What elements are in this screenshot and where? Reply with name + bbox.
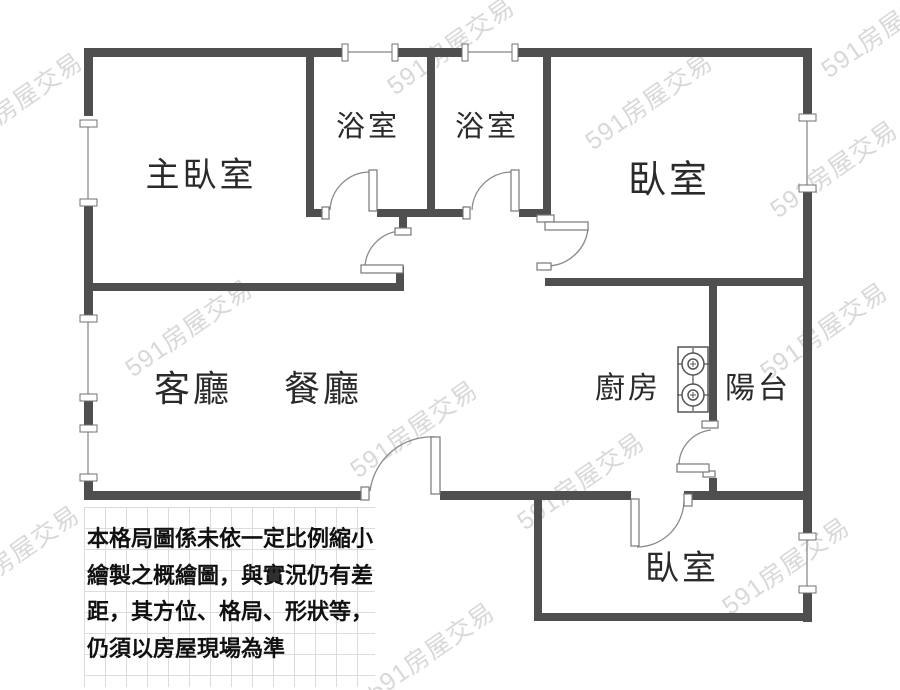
gas-stove-icon (677, 346, 709, 413)
door-arc-bedroom-bottom (636, 500, 685, 548)
window-cap (798, 532, 817, 541)
room-label-bathroom-1: 浴室 (335, 111, 401, 143)
wall-bedroom-b-left (534, 491, 542, 621)
wall-right-2 (803, 190, 812, 537)
disclaimer-line: 繪製之概繪圖，與實況仍有差 (87, 562, 374, 588)
room-label-bedroom-bottom: 臥室 (645, 550, 719, 588)
window-cap (798, 184, 817, 193)
door-jamb-main-entrance (360, 486, 370, 501)
door-arc-bedroom-top-right (547, 228, 589, 267)
door-jamb-bedroom-top-right-lower (536, 262, 552, 271)
door-leaf-bedroom-bottom (630, 498, 640, 547)
disclaimer-box: 本格局圖係未依一定比例縮小 繪製之概繪圖，與實況仍有差 距，其方位、格局、形狀等… (84, 507, 375, 687)
door-leaf-master-bedroom (360, 264, 404, 274)
window-cap (79, 473, 98, 482)
wall-bedroom-b-top-right (684, 491, 812, 500)
window-cap (79, 119, 98, 128)
disclaimer-line: 距，其方位、格局、形狀等， (87, 599, 374, 624)
window-cap (798, 113, 817, 122)
room-label-bathroom-2: 浴室 (454, 111, 520, 143)
room-label-bedroom-top-right: 臥室 (627, 159, 711, 202)
wall-kitchen-door-stub (709, 478, 717, 500)
room-label-dining-room: 餐廳 (283, 369, 363, 409)
door-jamb-bathroom-2 (462, 206, 471, 220)
windows (87, 51, 808, 586)
door-arc-kitchen-balcony (678, 429, 712, 465)
wall-left-2 (84, 206, 93, 315)
door-jamb-bathroom-1 (321, 206, 330, 220)
wall-bedroom-tr-bottom (545, 278, 812, 286)
room-label-living-room: 客廳 (153, 369, 233, 409)
wall-master-door-stub-top (399, 217, 407, 228)
window-cap (391, 43, 399, 62)
room-label-kitchen: 廚房 (595, 372, 661, 405)
door-jamb-kitchen-balcony (701, 420, 719, 429)
door-leaf-bathroom-1 (368, 169, 378, 212)
wall-bath-bottom-1 (306, 209, 322, 217)
window-cap (79, 424, 98, 433)
window-cap (341, 43, 349, 62)
wall-bath2-bedroom-divider (543, 48, 551, 217)
wall-kitchen-balcony-divider (709, 286, 717, 423)
window-caps (79, 43, 817, 594)
room-label-balcony: 陽台 (725, 372, 791, 405)
disclaimer-line: 仍須以房屋現場為準 (87, 635, 286, 661)
window-cap (461, 43, 469, 62)
door-jamb-bedroom-top-right-upper (536, 214, 555, 223)
disclaimer-line: 本格局圖係未依一定比例縮小 (87, 526, 374, 551)
window-cap (79, 393, 98, 402)
door-arc-bathroom-2 (471, 171, 512, 211)
wall-top-left (84, 48, 342, 57)
door-jamb-bedroom-bottom (683, 493, 693, 507)
wall-bath1-bath2-divider (427, 48, 435, 217)
door-leaves (321, 169, 719, 547)
wall-top-right (518, 48, 812, 57)
walls (84, 48, 812, 622)
wall-left-4 (84, 481, 93, 500)
wall-left-3 (84, 401, 93, 425)
wall-bath-bottom-2 (377, 209, 463, 217)
wall-bath-bottom-3 (519, 209, 551, 217)
window-cap (79, 198, 98, 207)
door-arcs (329, 171, 712, 548)
wall-living-bottom-right (440, 491, 542, 500)
wall-living-bottom-left (84, 491, 361, 500)
room-label-master-bedroom: 主臥室 (145, 157, 257, 195)
window-cap (79, 314, 98, 323)
wall-master-bath-divider (306, 48, 314, 217)
wall-bedroom-b-bottom (534, 613, 812, 621)
door-leaf-kitchen-balcony (676, 463, 710, 473)
window-cap (798, 585, 817, 594)
window-cap (511, 43, 519, 62)
wall-left-1 (84, 48, 93, 116)
door-jamb-master-bedroom (394, 227, 412, 236)
door-arc-master-bedroom (364, 230, 404, 267)
wall-master-bottom (84, 283, 403, 291)
wall-right-1 (803, 48, 812, 116)
door-arc-main-entrance (369, 436, 436, 492)
wall-right-3 (803, 591, 812, 622)
door-leaf-main-entrance (430, 436, 441, 495)
wall-bedroom-b-top-left (542, 491, 631, 500)
door-leaf-bedroom-top-right (544, 221, 589, 231)
door-arc-bathroom-1 (329, 171, 370, 211)
wall-master-door-stub-bottom (396, 266, 404, 291)
door-leaf-bathroom-2 (510, 169, 520, 212)
